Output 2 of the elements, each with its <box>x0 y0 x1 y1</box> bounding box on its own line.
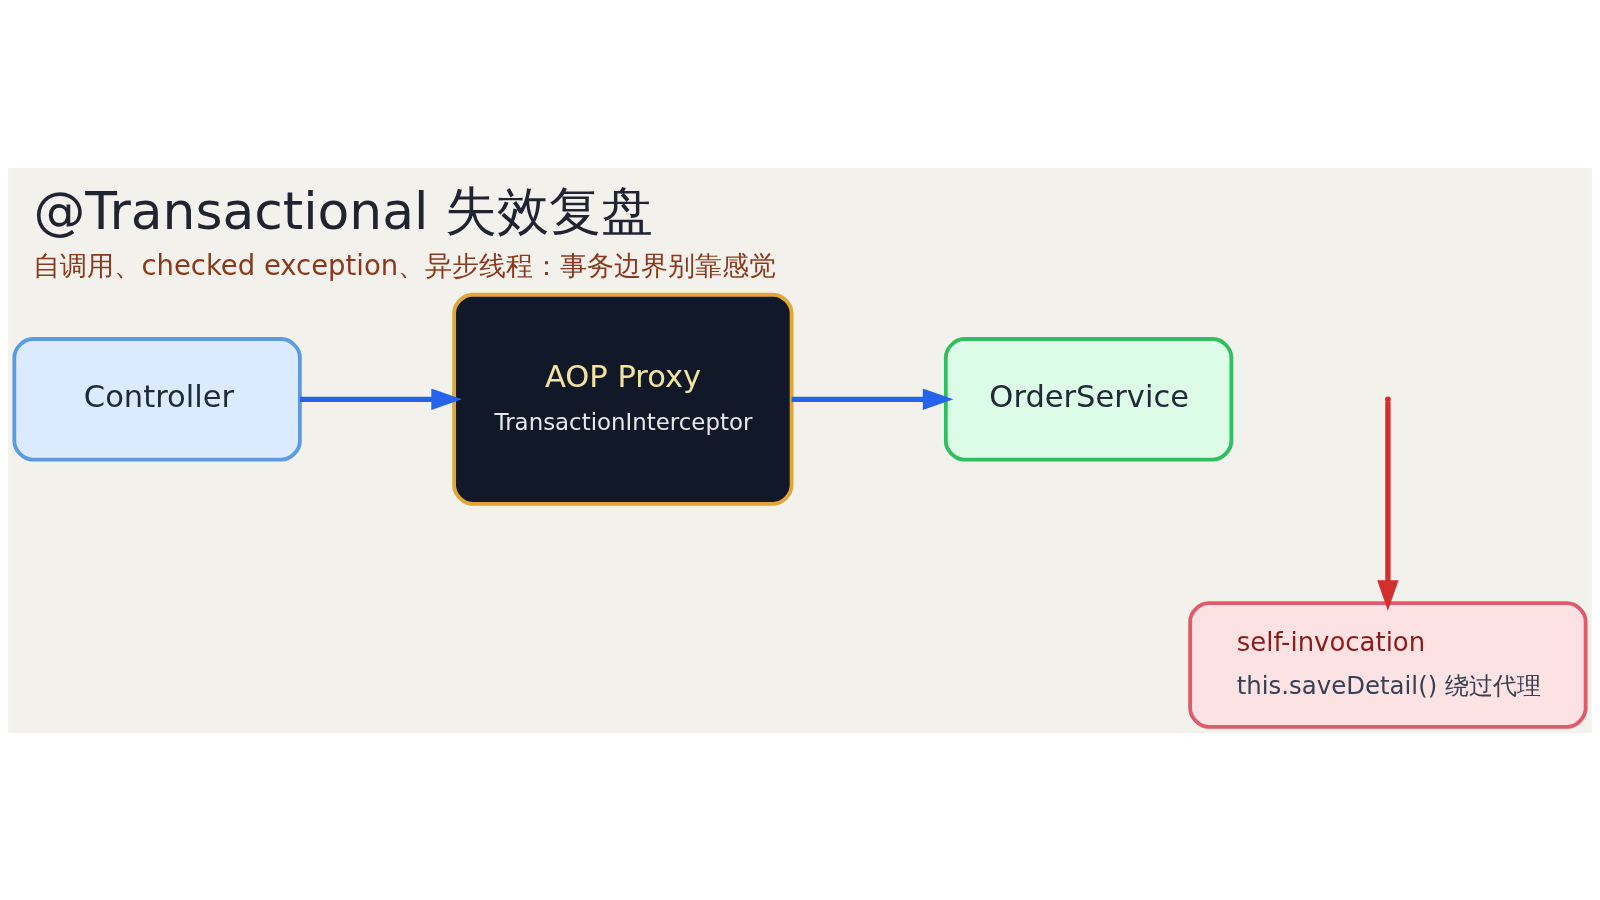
caption: 自调用、checked exception、异步线程：事务边界别靠感觉 <box>33 248 777 281</box>
diagram-title: @Transactional 失效复盘 <box>33 180 654 241</box>
